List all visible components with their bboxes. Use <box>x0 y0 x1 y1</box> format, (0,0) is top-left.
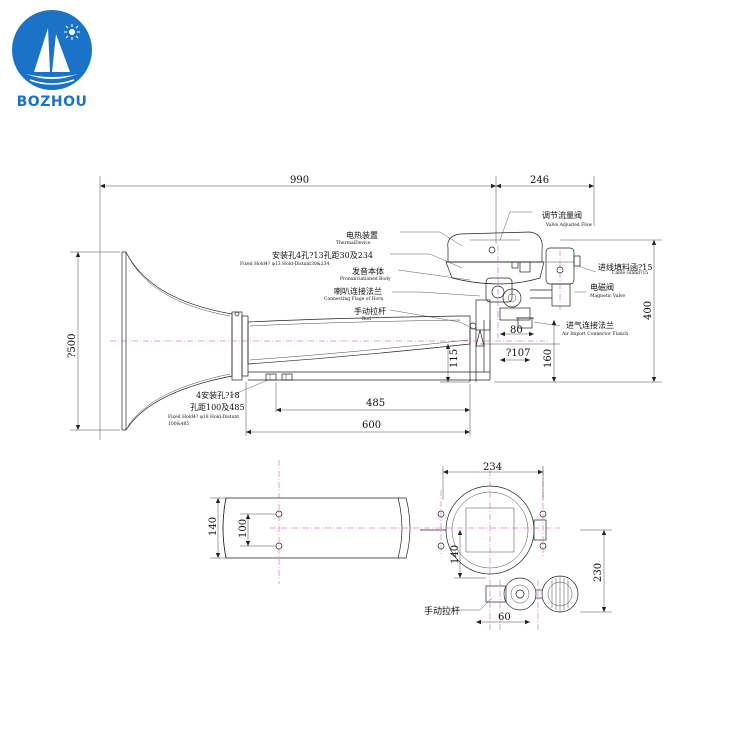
label-fixed-hold: 安装孔4孔?13孔距30及234 Fixed Hold4? φ13 Hold-D… <box>240 250 373 267</box>
svg-text:ThermalDevice: ThermalDevice <box>336 240 371 246</box>
brand-name: BOZHOU <box>16 94 88 110</box>
dim-diameter-107: ?107 <box>506 348 530 359</box>
valve-body <box>445 231 545 347</box>
svg-text:Cable Gland?15: Cable Gland?15 <box>612 270 648 276</box>
side-view: 990 246 ?500 400 485 600 115 80 ?107 160… <box>67 175 662 440</box>
top-view: 140 100 234 140 230 60 手动拉杆 <box>208 460 612 630</box>
flange-bolt <box>234 311 240 317</box>
svg-text:进气连接法兰: 进气连接法兰 <box>566 320 614 330</box>
svg-text:Connecting Flage of Horn: Connecting Flage of Horn <box>324 296 383 302</box>
sailboat-icon <box>26 24 80 85</box>
label-cable-gland: 进线填料函?15 Cable Gland?15 <box>598 262 652 276</box>
label-magnetic-valve: 电磁阀 Magnetic Valve <box>590 282 625 299</box>
horn-tube <box>247 315 471 365</box>
svg-text:喇叭连接法兰: 喇叭连接法兰 <box>334 286 382 296</box>
svg-text:Pronunciationed Body: Pronunciationed Body <box>340 276 391 282</box>
svg-text:Fixed Hold4? φ13 Hold-Distant3: Fixed Hold4? φ13 Hold-Distant30&234 <box>240 261 330 267</box>
label-air-import-flange: 进气连接法兰 Air Import Connector Flanch <box>561 320 628 337</box>
dim-width-234: 234 <box>483 462 502 473</box>
label-mounting-holes: 4安装孔?18 孔距100及485 Fixed Hold4? φ18 Hold-… <box>168 390 245 427</box>
label-manual-rod-top: 手动拉杆 <box>424 605 460 617</box>
svg-text:孔距100及485: 孔距100及485 <box>190 403 245 412</box>
svg-text:Valve Adjusted Flow: Valve Adjusted Flow <box>545 222 592 228</box>
brand-logo: BOZHOU <box>12 10 92 120</box>
dim-height-100: 100 <box>238 519 249 538</box>
dim-height-115: 115 <box>449 349 460 368</box>
dim-width-60: 60 <box>498 612 511 623</box>
svg-text:发音本体: 发音本体 <box>352 266 384 276</box>
mounting-holes <box>275 510 547 550</box>
svg-text:Magnetic Valve: Magnetic Valve <box>590 293 625 299</box>
svg-text:100&485: 100&485 <box>168 421 189 427</box>
dim-height-total: 400 <box>643 301 654 320</box>
label-connecting-flange: 喇叭连接法兰 Connecting Flage of Horn <box>324 286 383 302</box>
dim-height-230: 230 <box>593 563 604 582</box>
horn-flange <box>231 311 243 381</box>
svg-text:Fixed Hold4? φ18 Hold-Distant: Fixed Hold4? φ18 Hold-Distant <box>168 414 239 420</box>
dim-mouth-diameter: ?500 <box>67 334 78 358</box>
svg-text:安装孔4孔?13孔距30及234: 安装孔4孔?13孔距30及234 <box>272 250 373 260</box>
dim-length-600: 600 <box>362 420 381 431</box>
horn-flange-inner <box>241 315 249 377</box>
dim-height-140-right: 140 <box>450 545 461 564</box>
dim-right-offset: 246 <box>530 175 549 186</box>
dim-flange-80: 80 <box>510 325 523 336</box>
manual-rod <box>469 322 477 382</box>
svg-text:进线填料函?15: 进线填料函?15 <box>598 262 652 272</box>
svg-text:手动拉杆: 手动拉杆 <box>354 306 386 316</box>
dim-base-length: 485 <box>366 398 385 409</box>
dim-height-160: 160 <box>543 349 554 368</box>
magnetic-valve <box>530 247 581 307</box>
svg-text:电热装置: 电热装置 <box>346 230 378 240</box>
svg-text:Air Import Connector Flanch: Air Import Connector Flanch <box>561 331 628 337</box>
svg-text:Rod: Rod <box>362 316 371 322</box>
label-pronunciation-body: 发音本体 Pronunciationed Body <box>340 266 391 282</box>
round-body <box>420 485 547 575</box>
label-valve-adjusted-flow: 调节流量阀 Valve Adjusted Flow <box>542 210 592 228</box>
dim-width-140-left: 140 <box>208 517 219 536</box>
svg-text:4安装孔?18: 4安装孔?18 <box>196 390 240 400</box>
rod-leader <box>450 597 493 611</box>
label-rod: 手动拉杆 Rod <box>354 306 386 322</box>
logo-emblem <box>12 10 92 90</box>
dim-total-length: 990 <box>290 175 309 186</box>
svg-text:调节流量阀: 调节流量阀 <box>542 210 582 220</box>
svg-text:电磁阀: 电磁阀 <box>590 282 614 292</box>
label-thermal-device: 电热装置 ThermalDevice <box>336 230 378 246</box>
lower-valve <box>485 575 579 613</box>
